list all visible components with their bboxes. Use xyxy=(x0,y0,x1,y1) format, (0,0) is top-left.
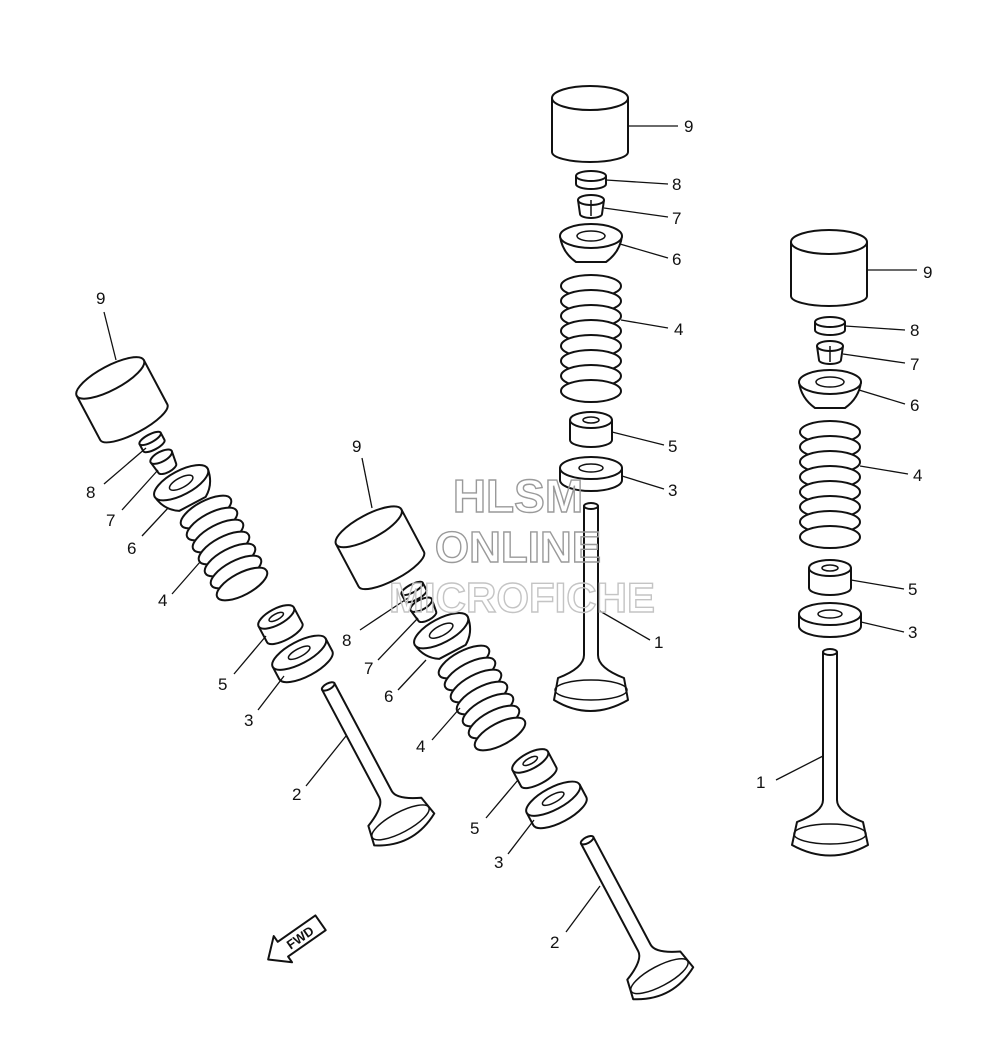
callout-7: 7 xyxy=(672,209,681,228)
valve-spring xyxy=(437,644,527,752)
valve-lifter xyxy=(551,85,629,163)
valve-lifter xyxy=(75,356,169,444)
exhaust-valve xyxy=(791,648,869,857)
valve-stem-seal xyxy=(511,748,558,790)
intake-valve xyxy=(320,681,436,847)
valve-cotter xyxy=(149,448,178,476)
intake-valve xyxy=(579,834,695,1001)
callout-3: 3 xyxy=(244,711,253,730)
valve-spring xyxy=(560,274,622,403)
callout-9: 9 xyxy=(684,117,693,136)
callout-7: 7 xyxy=(364,659,373,678)
callout-8: 8 xyxy=(910,321,919,340)
right-assembly xyxy=(790,229,869,857)
valve-stem-seal xyxy=(257,604,304,646)
callout-5: 5 xyxy=(470,819,479,838)
callout-6: 6 xyxy=(127,539,136,558)
callout-5: 5 xyxy=(668,437,677,456)
watermark-line-2: ONLINE xyxy=(435,523,601,572)
valve-spring xyxy=(179,494,269,602)
callout-9: 9 xyxy=(352,437,361,456)
spring-retainer xyxy=(413,612,472,660)
valve-cotter xyxy=(577,194,605,219)
valve-pad xyxy=(400,580,428,604)
valve-cotter xyxy=(409,596,438,624)
callout-4: 4 xyxy=(158,591,167,610)
watermark-line-1: HLSM xyxy=(453,470,583,522)
valve-pad xyxy=(814,316,846,336)
callout-9: 9 xyxy=(923,263,932,282)
callout-4: 4 xyxy=(416,737,425,756)
callout-6: 6 xyxy=(384,687,393,706)
callout-3: 3 xyxy=(908,623,917,642)
spring-retainer xyxy=(559,223,623,263)
spring-seat xyxy=(525,780,588,830)
callout-6: 6 xyxy=(672,250,681,269)
callout-4: 4 xyxy=(674,320,683,339)
valve-stem-seal xyxy=(569,411,613,448)
valve-cotter xyxy=(816,340,844,365)
callout-3: 3 xyxy=(494,853,503,872)
watermark: HLSM ONLINE MICROFICHE xyxy=(388,469,655,621)
callout-5: 5 xyxy=(908,580,917,599)
spring-retainer xyxy=(798,369,862,409)
callout-2: 2 xyxy=(550,933,559,952)
callout-3: 3 xyxy=(668,481,677,500)
callout-labels: 9 8 7 6 4 5 3 1 9 8 7 6 4 5 3 1 9 8 7 6 … xyxy=(86,117,932,952)
fwd-arrow-icon: FWD xyxy=(267,914,327,964)
watermark-line-3: MICROFICHE xyxy=(389,574,655,621)
top-middle-assembly xyxy=(551,85,629,712)
callout-8: 8 xyxy=(342,631,351,650)
valve-pad xyxy=(575,170,607,190)
exhaust-valve xyxy=(553,502,629,712)
spring-retainer xyxy=(153,464,212,512)
valve-lifter xyxy=(790,229,868,307)
valve-pad xyxy=(138,430,166,454)
valve-spring xyxy=(799,420,861,549)
callout-9: 9 xyxy=(96,289,105,308)
callout-6: 6 xyxy=(910,396,919,415)
leader-lines xyxy=(103,125,917,933)
valve-lifter xyxy=(334,505,426,591)
callout-1: 1 xyxy=(654,633,663,652)
left-assembly xyxy=(75,356,436,847)
callout-5: 5 xyxy=(218,675,227,694)
callout-7: 7 xyxy=(106,511,115,530)
spring-seat xyxy=(798,602,862,638)
callout-4: 4 xyxy=(913,466,922,485)
callout-2: 2 xyxy=(292,785,301,804)
callout-1: 1 xyxy=(756,773,765,792)
valve-stem-seal xyxy=(808,559,852,596)
spring-seat xyxy=(271,634,334,684)
center-assembly xyxy=(334,505,695,1001)
spring-seat xyxy=(559,456,623,492)
callout-7: 7 xyxy=(910,355,919,374)
callout-8: 8 xyxy=(672,175,681,194)
callout-8: 8 xyxy=(86,483,95,502)
